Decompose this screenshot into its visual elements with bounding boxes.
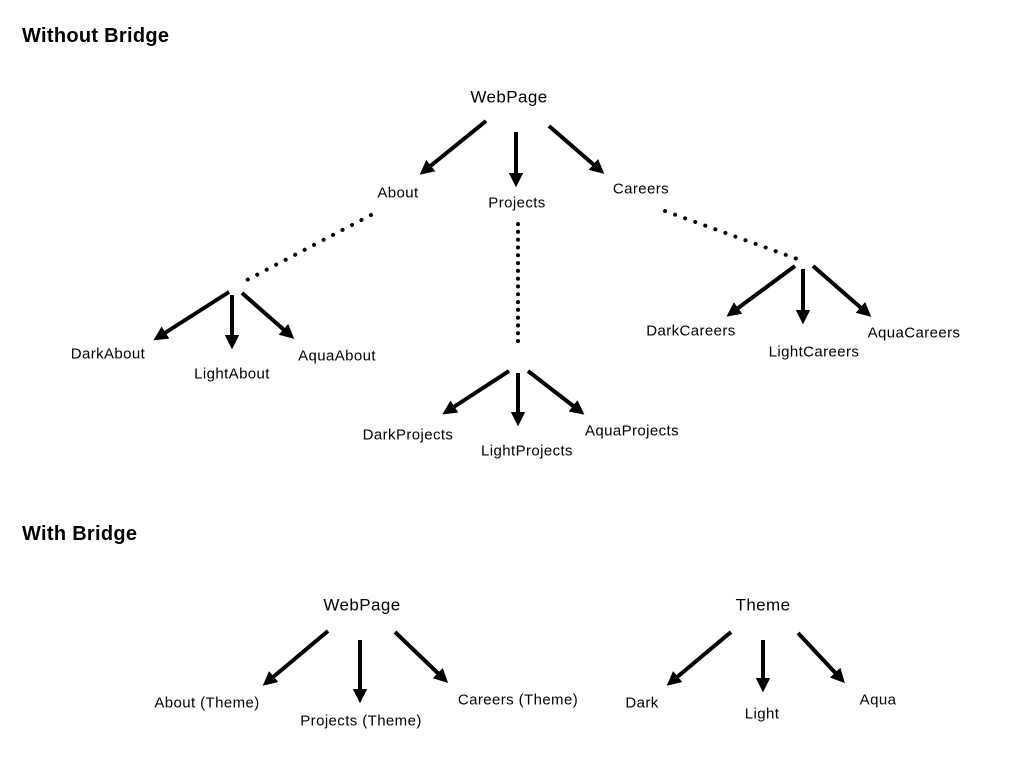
- arrow-webpage-careers: [547, 124, 605, 174]
- node-projects: Projects: [488, 194, 546, 212]
- node-aqua-careers: AquaCareers: [867, 324, 961, 342]
- dotted-line-careers-hub: [663, 209, 802, 262]
- node-webpage-bridge: WebPage: [323, 595, 401, 615]
- node-about-theme: About (Theme): [154, 694, 260, 712]
- node-light-projects: LightProjects: [481, 442, 573, 460]
- arrow-webpage2-abouttheme: [262, 629, 330, 686]
- node-dark-projects: DarkProjects: [362, 426, 454, 444]
- arrow-projects-aquaprojects: [526, 369, 585, 415]
- node-aqua-about: AquaAbout: [298, 347, 376, 365]
- arrow-webpage2-careerstheme: [393, 630, 449, 683]
- arrow-theme-dark: [666, 630, 733, 686]
- arrow-careers-aquacareers: [811, 264, 872, 317]
- node-dark: Dark: [625, 694, 659, 712]
- node-light-about: LightAbout: [194, 365, 270, 383]
- arrow-projects-darkprojects: [442, 369, 511, 415]
- node-aqua: Aqua: [859, 691, 897, 709]
- arrow-webpage-about: [419, 119, 488, 175]
- arrow-about-darkabout: [153, 290, 231, 341]
- node-projects-theme: Projects (Theme): [300, 712, 422, 730]
- node-careers-theme: Careers (Theme): [457, 691, 579, 709]
- node-light: Light: [744, 705, 780, 723]
- arrow-theme-aqua: [796, 631, 845, 684]
- node-aqua-projects: AquaProjects: [584, 422, 680, 440]
- node-careers: Careers: [612, 180, 670, 198]
- node-webpage: WebPage: [470, 87, 548, 107]
- arrow-about-aquaabout: [240, 291, 295, 339]
- node-dark-careers: DarkCareers: [646, 322, 736, 340]
- arrow-careers-darkcareers: [726, 264, 797, 317]
- section-heading-without-bridge: Without Bridge: [22, 25, 170, 47]
- node-theme: Theme: [735, 595, 791, 615]
- section-heading-with-bridge: With Bridge: [22, 523, 138, 545]
- node-dark-about: DarkAbout: [70, 345, 146, 363]
- node-about: About: [377, 184, 419, 202]
- node-light-careers: LightCareers: [768, 343, 860, 361]
- dotted-line-about-hub: [243, 213, 373, 283]
